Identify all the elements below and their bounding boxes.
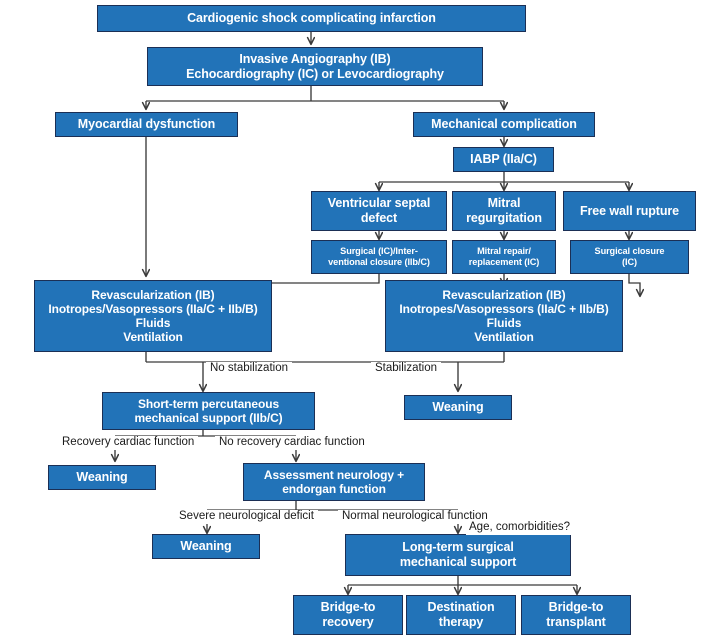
node-bridge-to-transplant[interactable]: Bridge-to transplant xyxy=(521,595,631,635)
node-short-term-support[interactable]: Short-term percutaneous mechanical suppo… xyxy=(102,392,315,430)
node-weaning-severe-deficit[interactable]: Weaning xyxy=(152,534,260,559)
node-iabp[interactable]: IABP (IIa/C) xyxy=(453,147,554,172)
edge-label-age-comorbidities: Age, comorbidities? xyxy=(466,521,573,535)
node-weaning-stabilization[interactable]: Weaning xyxy=(404,395,512,420)
node-mechanical-complication[interactable]: Mechanical complication xyxy=(413,112,595,137)
node-revascularization-right[interactable]: Revascularization (IB) Inotropes/Vasopre… xyxy=(385,280,623,352)
edge-label-no-recovery-cardiac-function: No recovery cardiac function xyxy=(215,436,369,450)
edge-label-normal-neurological-function: Normal neurological function xyxy=(338,510,492,524)
node-cardiogenic-shock[interactable]: Cardiogenic shock complicating infarctio… xyxy=(97,5,526,32)
edge-label-stabilization: Stabilization xyxy=(371,362,442,376)
node-long-term-support[interactable]: Long-term surgical mechanical support xyxy=(345,534,571,576)
node-ventricular-septal-defect[interactable]: Ventricular septal defect xyxy=(311,191,447,231)
node-surgical-closure[interactable]: Surgical closure (IC) xyxy=(570,240,689,274)
node-mitral-regurgitation[interactable]: Mitral regurgitation xyxy=(452,191,556,231)
node-bridge-to-recovery[interactable]: Bridge-to recovery xyxy=(293,595,403,635)
node-mitral-repair-replacement[interactable]: Mitral repair/ replacement (IC) xyxy=(452,240,556,274)
node-myocardial-dysfunction[interactable]: Myocardial dysfunction xyxy=(55,112,238,137)
node-invasive-angiography[interactable]: Invasive Angiography (IB) Echocardiograp… xyxy=(147,47,483,86)
node-destination-therapy[interactable]: Destination therapy xyxy=(406,595,516,635)
node-revascularization-left[interactable]: Revascularization (IB) Inotropes/Vasopre… xyxy=(34,280,272,352)
node-weaning-recovery[interactable]: Weaning xyxy=(48,465,156,490)
node-surgical-interventional-closure[interactable]: Surgical (IC)/Inter- ventional closure (… xyxy=(311,240,447,274)
node-free-wall-rupture[interactable]: Free wall rupture xyxy=(563,191,696,231)
edge-label-no-stabilization: No stabilization xyxy=(206,362,292,376)
edge-label-severe-neurological-deficit: Severe neurological deficit xyxy=(175,510,318,524)
node-assessment-neurology[interactable]: Assessment neurology + endorgan function xyxy=(243,463,425,501)
edge-label-recovery-cardiac-function: Recovery cardiac function xyxy=(58,436,199,450)
